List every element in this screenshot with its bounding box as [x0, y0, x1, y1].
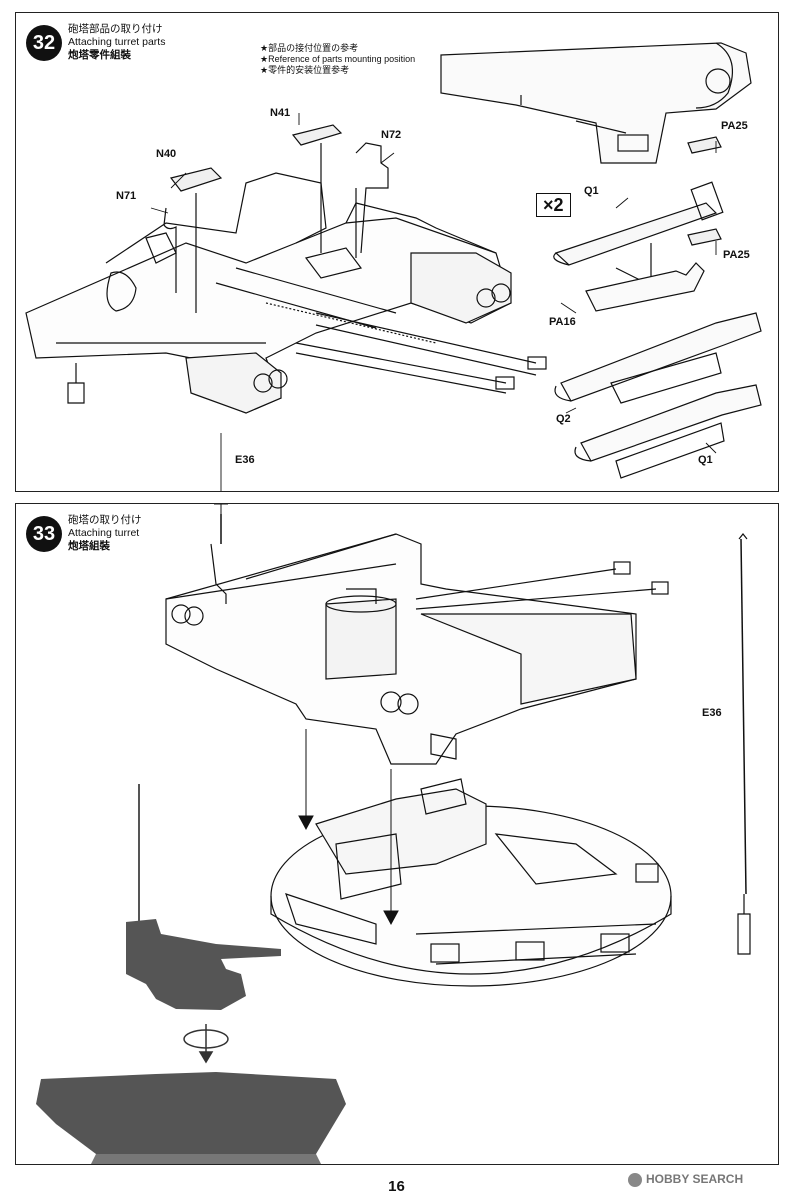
turret-upper-drawing [165, 514, 669, 765]
step-33-title-en: Attaching turret [68, 527, 140, 539]
label-q1-bottom: Q1 [698, 454, 713, 466]
hobby-search-watermark: HOBBY SEARCH [628, 1172, 743, 1187]
label-e36-right: E36 [702, 707, 722, 719]
page-number: 16 [388, 1178, 405, 1195]
ammunition-parts [553, 136, 762, 479]
assembly-arrows [214, 504, 399, 926]
step-32-title: 砲塔部品の取り付け Attaching turret parts 炮塔零件組裝 [68, 23, 165, 62]
step-33-title-jp: 砲塔の取り付け [68, 514, 142, 526]
label-pa25-bottom: PA25 [723, 249, 750, 261]
turret-silhouette [126, 919, 281, 1010]
label-n41: N41 [270, 107, 291, 119]
label-n40: N40 [156, 148, 177, 160]
label-n71: N71 [116, 190, 137, 202]
step-32-number: 32 [26, 25, 62, 61]
step-33-title: 砲塔の取り付け Attaching turret 炮塔組裝 [68, 514, 142, 553]
hull-silhouette [36, 1072, 346, 1154]
label-q2: Q2 [556, 413, 571, 425]
turret-assembly-drawing [25, 172, 547, 414]
label-e36-top: E36 [233, 454, 257, 466]
mounting-reference-note: ★部品の接付位置の参考 ★Reference of parts mounting… [260, 43, 416, 75]
leader-lines [150, 113, 717, 491]
step-32-drawing [25, 42, 762, 491]
rotate-symbol [183, 1024, 229, 1064]
step-33-title-cn: 炮塔組裝 [68, 540, 110, 552]
step-32-title-en: Attaching turret parts [68, 36, 166, 48]
watermark-logo-icon [628, 1172, 642, 1187]
step-32-panel: 32 砲塔部品の取り付け Attaching turret parts 炮塔零件… [15, 12, 779, 492]
label-n72: N72 [381, 129, 402, 141]
step-33-drawing [36, 504, 751, 1164]
step-32-title-cn: 炮塔零件組裝 [68, 49, 131, 61]
label-pa25-top: PA25 [721, 120, 748, 132]
quantity-badge: ×2 [536, 193, 571, 217]
antenna-e36-drawing [737, 533, 751, 955]
antenna-silhouette [138, 784, 140, 924]
step-33-panel: 33 砲塔の取り付け Attaching turret 炮塔組裝 [15, 503, 779, 1165]
small-parts [163, 124, 389, 313]
step-33-number: 33 [26, 516, 62, 552]
hull-ring-drawing [270, 778, 672, 987]
turret-side-reference [440, 42, 752, 164]
tank-silhouettes [36, 784, 346, 1164]
label-q1-top: Q1 [584, 185, 599, 197]
step-32-title-jp: 砲塔部品の取り付け [68, 23, 163, 35]
label-pa16: PA16 [549, 316, 576, 328]
